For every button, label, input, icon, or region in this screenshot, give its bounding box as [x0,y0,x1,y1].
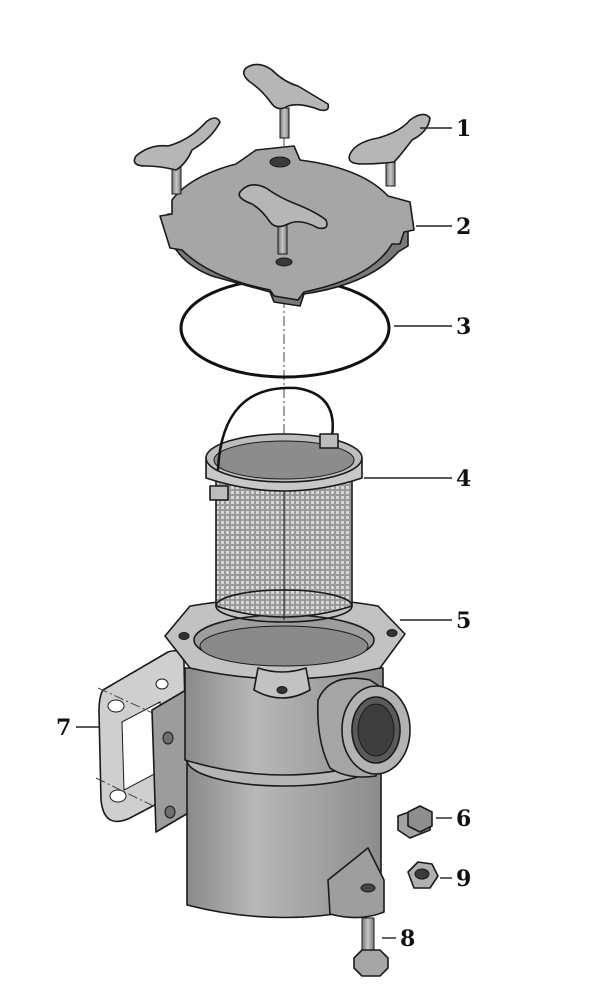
drain-plug [397,805,433,839]
strainer-housing [151,597,411,919]
hex-nut [407,861,439,889]
callout-6: 6 [456,806,471,832]
strainer-basket [205,386,363,623]
mounting-bolt [353,917,389,977]
callout-1: 1 [456,116,471,142]
callout-7: 7 [56,715,71,741]
callout-5: 5 [456,608,471,634]
callout-2: 2 [456,214,471,240]
callout-4: 4 [456,466,471,492]
callout-3: 3 [456,314,471,340]
callout-9: 9 [456,866,471,892]
t-handle-knob [133,63,431,255]
callout-8: 8 [400,926,415,952]
